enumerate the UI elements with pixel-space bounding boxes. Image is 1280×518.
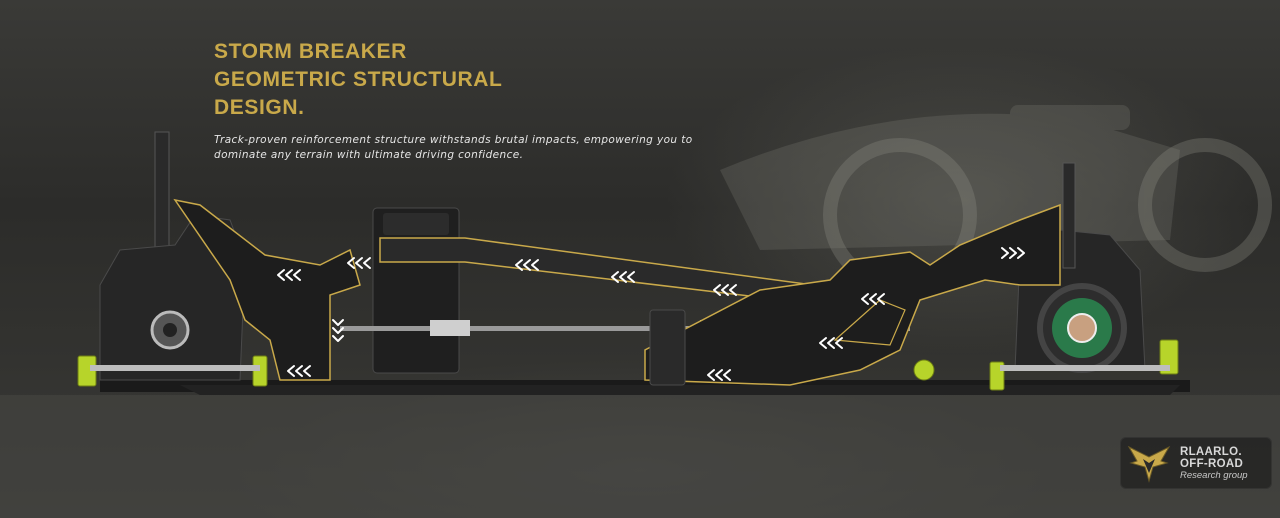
page-title: STORM BREAKER GEOMETRIC STRUCTURAL DESIG… [214, 38, 503, 122]
title-line: DESIGN. [214, 96, 305, 119]
chevron-arrows-icon [277, 247, 1025, 381]
title-line: STORM BREAKER [214, 40, 407, 63]
feature-description: Track-proven reinforcement structure wit… [214, 133, 694, 163]
brand-subtitle: Research group [1180, 470, 1248, 481]
brand-line: OFF-ROAD [1180, 458, 1244, 470]
brand-badge: RLAARLO. OFF-ROAD Research group [1120, 437, 1272, 489]
brand-name: RLAARLO. [1180, 446, 1242, 458]
title-line: GEOMETRIC STRUCTURAL [214, 68, 503, 91]
brand-logo-icon [1127, 445, 1171, 483]
description-line: dominate any terrain with ultimate drivi… [214, 149, 524, 161]
description-line: Track-proven reinforcement structure wit… [214, 134, 693, 146]
